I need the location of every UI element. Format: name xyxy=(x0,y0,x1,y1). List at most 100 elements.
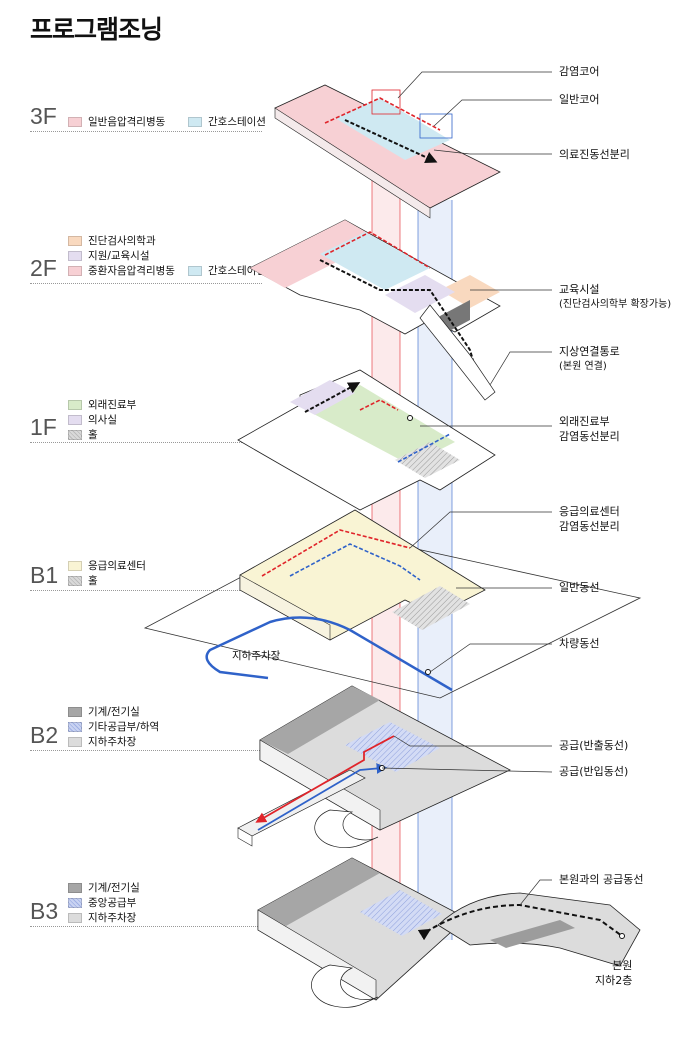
legend-swatch xyxy=(68,250,82,261)
1f-red-flow xyxy=(359,399,399,411)
legend-b1-item-2: 홀 xyxy=(68,573,98,588)
floor-label-2f: 2F xyxy=(30,255,261,284)
callout-emergency: 응급의료센터 감염동선분리 xyxy=(559,504,620,534)
legend-swatch xyxy=(68,882,82,893)
legend-3f-item-1: 일반음압격리병동 xyxy=(68,114,165,129)
legend-text: 홀 xyxy=(88,429,98,441)
legend-swatch xyxy=(68,560,82,571)
legend-b3-item-3: 지하주차장 xyxy=(68,910,136,925)
callout-supply-in: 공급(반입동선) xyxy=(559,765,629,778)
page-title: 프로그램조닝 xyxy=(30,15,163,44)
callout-main-supply: 본원과의 공급동선 xyxy=(559,873,644,886)
legend-1f-item-1: 외래진료부 xyxy=(68,397,136,412)
legend-swatch xyxy=(68,736,82,747)
supply-out-flow-path xyxy=(255,735,395,823)
legend-swatch xyxy=(68,706,82,717)
callout-ground-passage: 지상연결통로 (본원 연결) xyxy=(559,344,620,374)
callout-supply-out: 공급(반출동선) xyxy=(559,739,629,752)
floor-1f-slab xyxy=(237,369,496,511)
callout-education-facility: 교육시설 (진단검사의학부 확장가능) xyxy=(559,282,671,312)
callout-text: 본원 xyxy=(612,959,633,972)
legend-2f-item-2: 지원/교육시설 xyxy=(68,248,150,263)
legend-text: 지하주차장 xyxy=(88,912,137,924)
legend-b3-item-1: 기계/전기실 xyxy=(68,880,140,895)
ground-passage-bridge xyxy=(419,304,496,401)
callout-text: 감염동선분리 xyxy=(559,520,620,533)
callout-main-building: 본원 지하2층 xyxy=(595,958,632,988)
callout-general-flow: 일반동선 xyxy=(559,581,600,594)
floor-label-b2: B2 xyxy=(30,722,264,751)
flow-node-1f xyxy=(407,415,413,421)
floor-b2-slab xyxy=(237,685,511,848)
legend-swatch xyxy=(188,116,202,127)
legend-b2-item-1: 기계/전기실 xyxy=(68,704,140,719)
callout-text: 외래진료부 xyxy=(559,415,610,428)
legend-swatch xyxy=(68,575,82,586)
callout-vehicle-flow: 차량동선 xyxy=(559,637,600,650)
legend-swatch xyxy=(68,721,82,732)
legend-text: 기계/전기실 xyxy=(88,706,140,718)
legend-text: 홀 xyxy=(88,575,98,587)
3f-black-flow xyxy=(344,119,438,163)
callout-text: 지하2층 xyxy=(595,974,633,987)
legend-text: 의사실 xyxy=(88,414,117,426)
legend-text: 중앙공급부 xyxy=(88,897,137,909)
legend-1f-item-3: 홀 xyxy=(68,427,98,442)
legend-text: 지하주차장 xyxy=(88,736,137,748)
floor-b1-slab xyxy=(239,509,486,641)
floor-label-3f: 3F xyxy=(30,103,261,132)
callout-outpatient: 외래진료부 감염동선분리 xyxy=(559,414,620,444)
legend-swatch xyxy=(68,235,82,246)
legend-swatch xyxy=(68,897,82,908)
callout-subtext: (진단검사의학부 확장가능) xyxy=(559,299,672,310)
legend-2f-item-3: 중환자음압격리병동 xyxy=(68,263,175,278)
main-supply-flow-path xyxy=(417,903,623,941)
legend-swatch xyxy=(68,116,82,127)
legend-swatch xyxy=(68,414,82,425)
floor-label-b3: B3 xyxy=(30,898,264,927)
callout-general-core: 일반코어 xyxy=(559,93,600,106)
legend-text: 지원/교육시설 xyxy=(88,250,150,262)
legend-text: 응급의료센터 xyxy=(88,560,146,572)
callout-text: 교육시설 xyxy=(559,283,600,296)
b1-blue-flow xyxy=(289,543,421,581)
flow-node-b1 xyxy=(425,669,431,675)
legend-swatch xyxy=(68,265,82,276)
floor-label-1f: 1F xyxy=(30,414,261,443)
callout-text: 응급의료센터 xyxy=(559,505,620,518)
callout-infection-core: 감염코어 xyxy=(559,65,600,78)
legend-text: 기타공급부/하역 xyxy=(88,721,160,733)
1f-blue-flow xyxy=(397,433,451,463)
legend-1f-item-2: 의사실 xyxy=(68,412,117,427)
flow-node-b3 xyxy=(619,933,625,939)
legend-b2-item-2: 기타공급부/하역 xyxy=(68,719,159,734)
legend-b2-item-3: 지하주차장 xyxy=(68,734,136,749)
floor-label-b1: B1 xyxy=(30,562,264,591)
floor-b3-slab xyxy=(257,857,641,1008)
2f-red-flow xyxy=(324,231,431,269)
callout-subtext: (본원 연결) xyxy=(559,361,607,372)
b1-red-flow xyxy=(261,529,411,577)
legend-b1-item-1: 응급의료센터 xyxy=(68,558,146,573)
floor-3f-slab xyxy=(274,84,501,219)
parking-vehicle-flow xyxy=(205,616,453,692)
supply-in-flow-path xyxy=(257,763,388,831)
legend-text: 외래진료부 xyxy=(88,399,137,411)
legend-swatch xyxy=(68,912,82,923)
legend-text: 간호스테이션 xyxy=(208,116,266,128)
callout-text: 감염동선분리 xyxy=(559,430,620,443)
legend-b3-item-2: 중앙공급부 xyxy=(68,895,136,910)
legend-3f-item-2: 간호스테이션 xyxy=(188,114,266,129)
legend-swatch xyxy=(188,265,202,276)
legend-text: 기계/전기실 xyxy=(88,882,140,894)
1f-black-flow xyxy=(304,382,361,413)
legend-swatch xyxy=(68,429,82,440)
parking-label: 지하주차장 xyxy=(232,650,281,662)
legend-text: 중환자음압격리병동 xyxy=(88,265,175,277)
callout-leaders xyxy=(381,71,553,906)
legend-2f-item-1: 진단검사의학과 xyxy=(68,233,156,248)
legend-text: 진단검사의학과 xyxy=(88,235,156,247)
callout-medical-flow-separation: 의료진동선분리 xyxy=(559,148,630,161)
legend-swatch xyxy=(68,399,82,410)
